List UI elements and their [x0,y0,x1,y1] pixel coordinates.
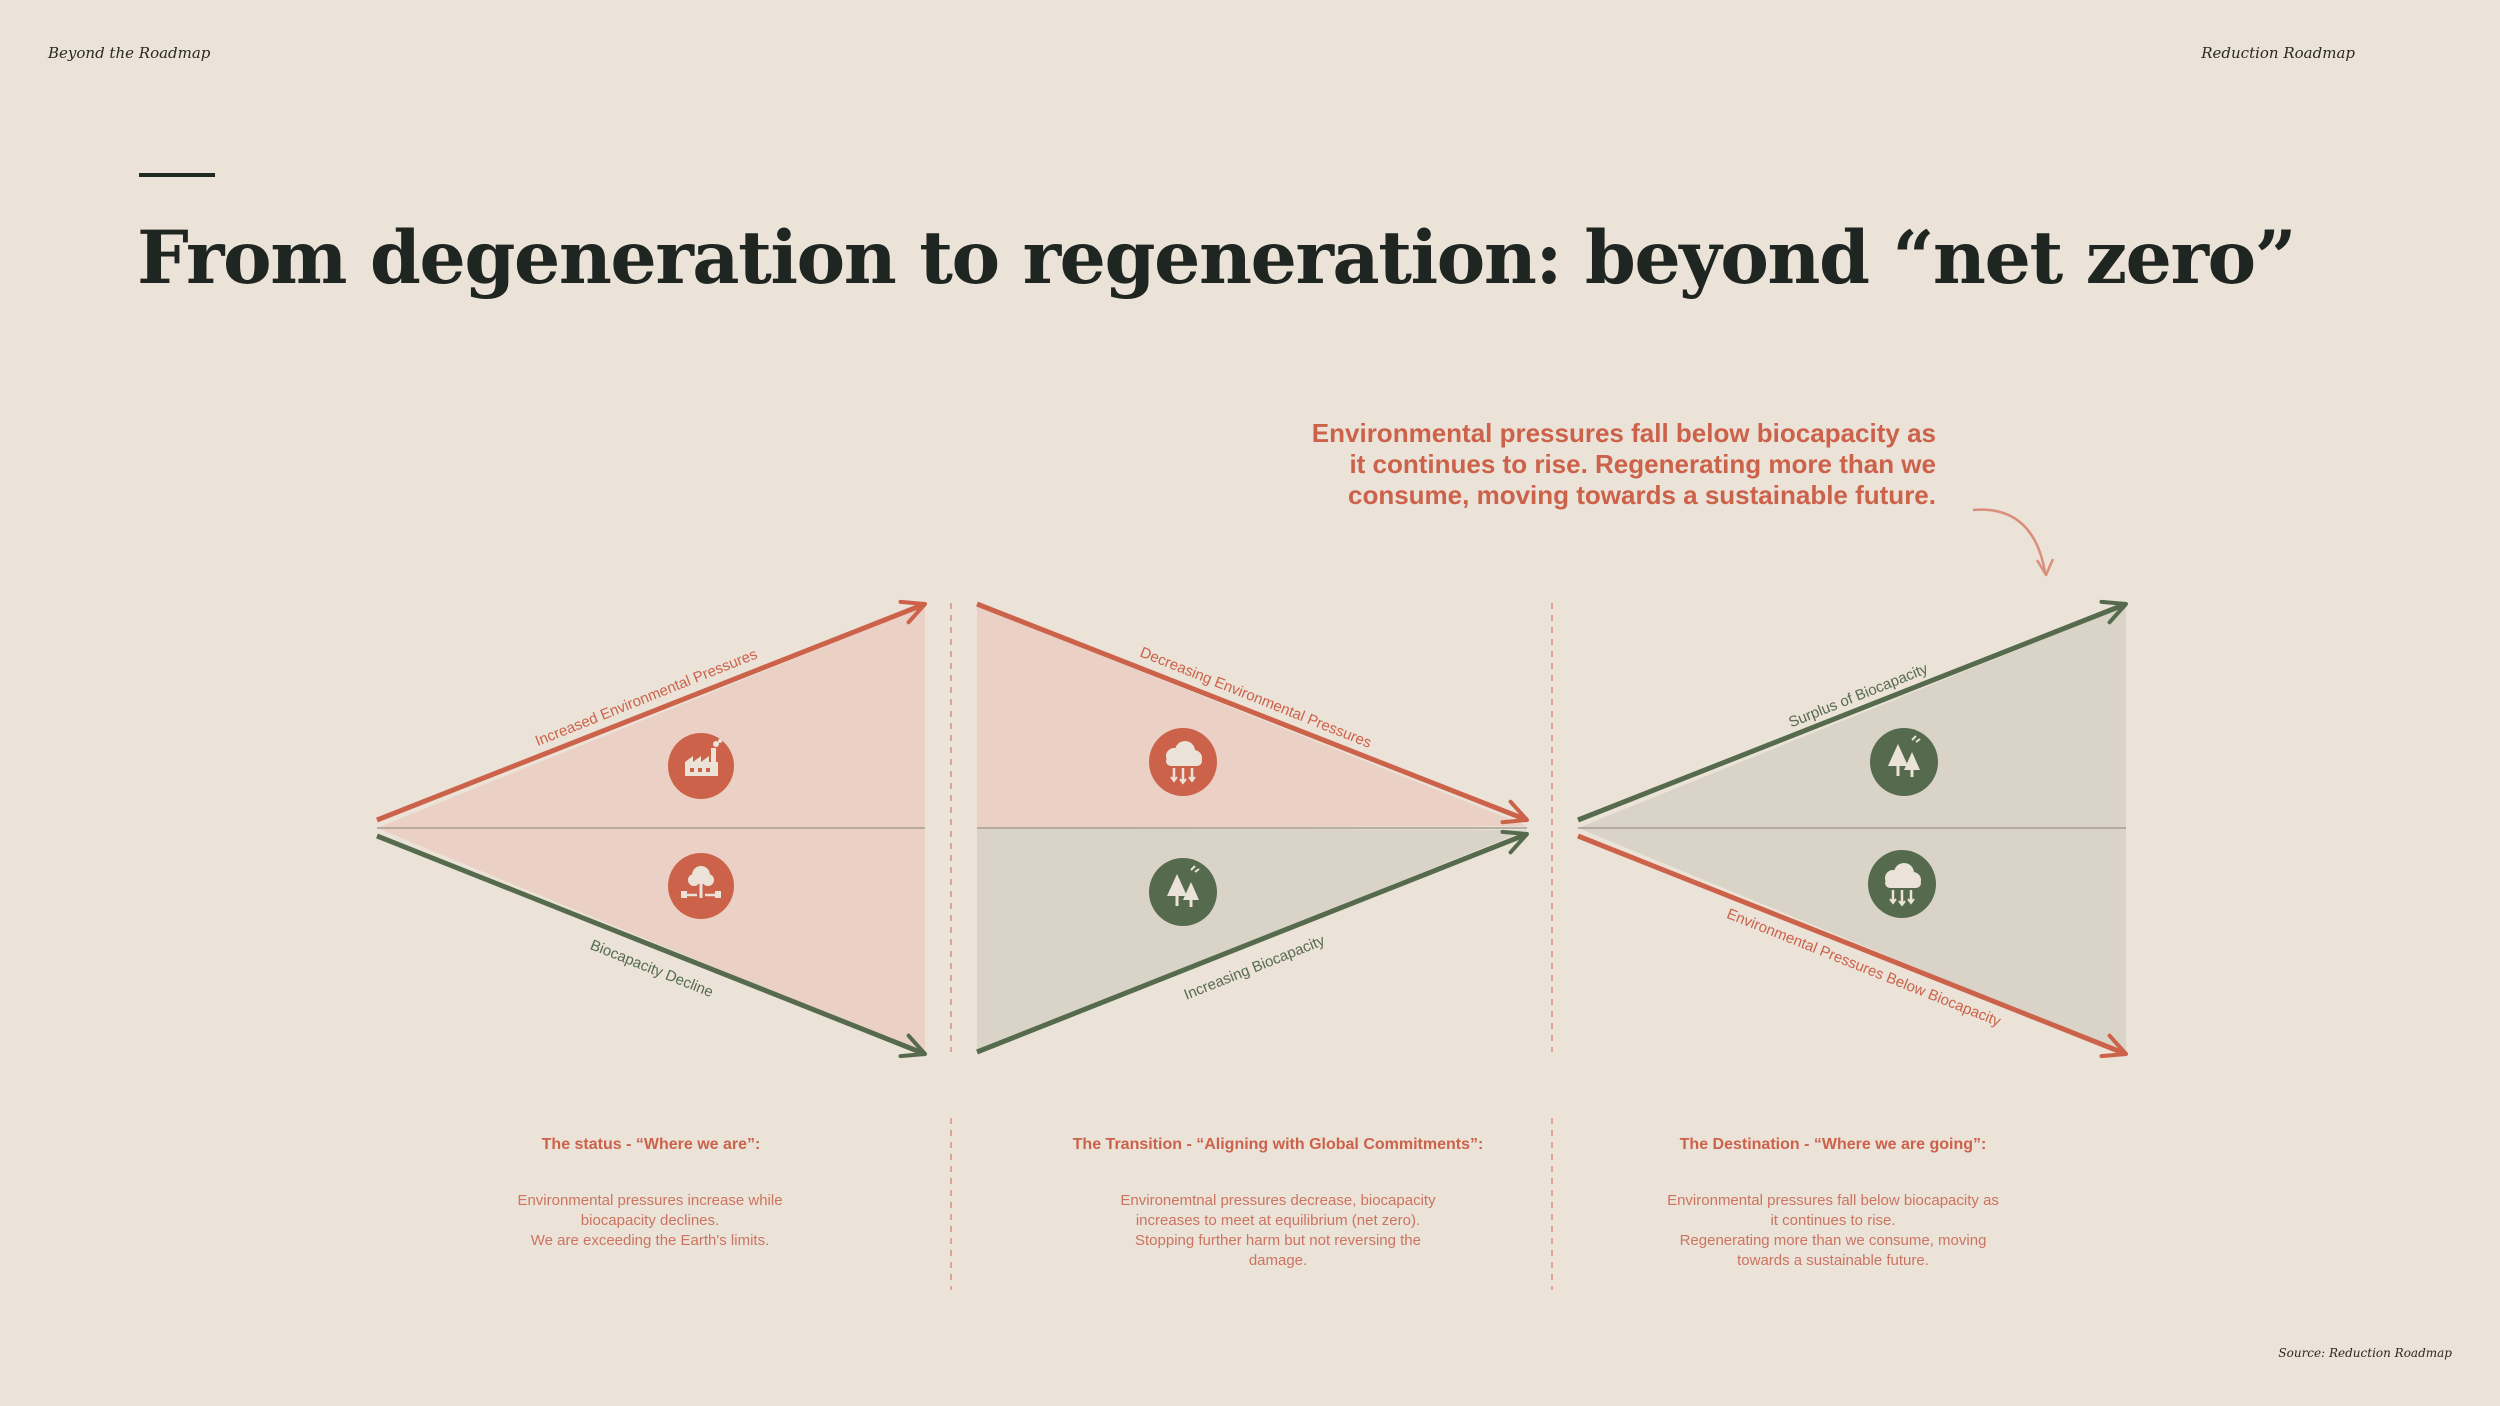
title-rule [139,173,215,177]
panel3-body-line: it continues to rise. [1770,1212,1896,1229]
panel3-body-line: towards a sustainable future. [1737,1252,1929,1269]
panel3-heading: The Destination - “Where we are going”: [1679,1136,1987,1153]
panel2-body-line: increases to meet at equilibrium (net ze… [1135,1212,1421,1229]
callout-text: Environmental pressures fall below bioca… [1311,418,1936,510]
callout-arrow [1972,508,2047,573]
panel3-surplus-arrow [1577,599,2128,823]
forest-icon [1149,858,1217,926]
panel3-pressure-arrow [1577,833,2128,1059]
pollution-cloud-icon [1868,850,1936,918]
panel2-heading: The Transition - “Aligning with Global C… [1072,1136,1484,1153]
panel2-body-line: damage. [1248,1252,1308,1269]
panel2-body-line: Environemtnal pressures decrease, biocap… [1120,1192,1436,1209]
panel1-biocapacity-arrow [376,833,927,1059]
panel1-pressure-arrow [376,599,927,823]
panel3-body-line: Environmental pressures fall below bioca… [1667,1192,1999,1209]
panel1-heading: The status - “Where we are”: [541,1136,761,1153]
callout-arrowhead [2035,558,2055,577]
panel2-pressure-arrow [976,601,1529,825]
factory-icon [668,733,734,799]
deforestation-icon [668,853,734,919]
panel3-body: Environmental pressures fall below bioca… [1643,1191,2023,1271]
panel1-body-line: biocapacity declines. [580,1212,720,1229]
panel2-body-line: Stopping further harm but not reversing … [1135,1232,1421,1249]
source-note: Source: Reduction Roadmap [2278,1346,2452,1360]
panel2-pressure-fill [977,606,1527,828]
panel1-body-line: We are exceeding the Earth's limits. [530,1232,770,1249]
header-left: Beyond the Roadmap [48,44,211,62]
page-title: From degeneration to regeneration: beyon… [137,215,2297,301]
header-right: Reduction Roadmap [2201,44,2355,62]
panel3-surplus-fill [1578,606,2126,1054]
pollution-cloud-icon [1149,728,1217,796]
panel1-body-line: Environmental pressures increase while [517,1192,783,1209]
panel2-body: Environemtnal pressures decrease, biocap… [1088,1191,1468,1271]
panel2-biocapacity-arrow [976,829,1529,1055]
forest-icon [1870,728,1938,796]
panel1-body: Environmental pressures increase while b… [460,1191,840,1251]
panel3-body-line: Regenerating more than we consume, movin… [1679,1232,1987,1249]
panel1-pressure-fill [377,606,925,1054]
